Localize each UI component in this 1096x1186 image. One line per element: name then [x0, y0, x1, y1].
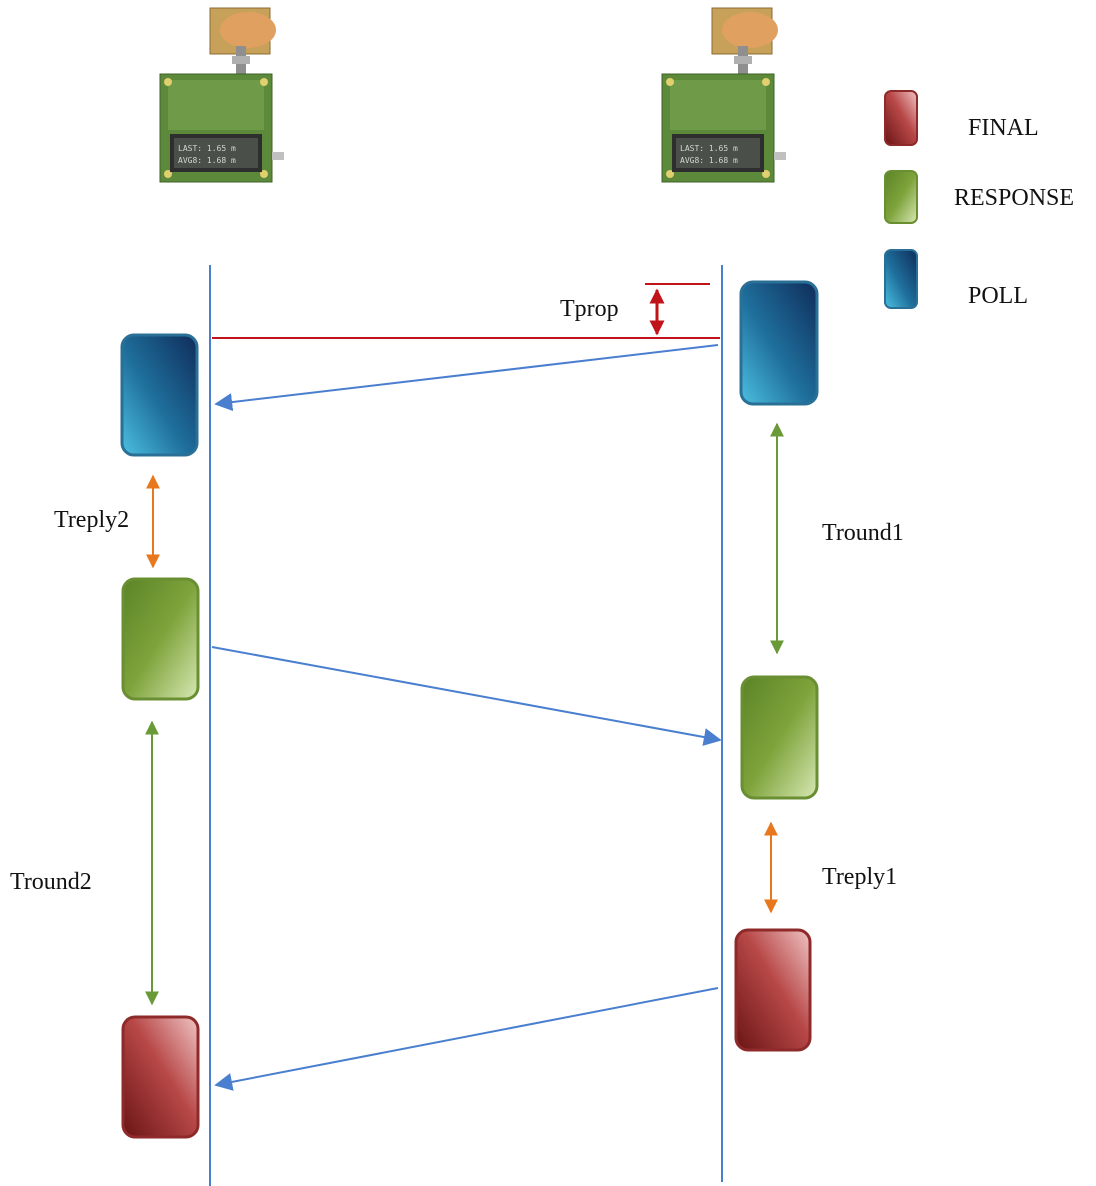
final-message-arrow: [214, 987, 719, 1091]
tprop-label: Tprop: [560, 296, 619, 322]
legend-poll-swatch: [884, 249, 918, 309]
legend-response-swatch: [884, 170, 918, 224]
response-message-arrow: [211, 646, 722, 746]
treply2-label: Treply2: [54, 507, 129, 533]
legend-response-label: RESPONSE: [954, 185, 1074, 211]
poll-message-arrow: [214, 344, 719, 412]
right-device-image: LAST: 1.65 m AVG8: 1.68 m: [661, 7, 786, 183]
final-box-right: [734, 928, 812, 1052]
legend-final-label: FINAL: [968, 115, 1039, 141]
left-lcd-line1: LAST: 1.65 m: [178, 144, 236, 153]
tround2-label: Tround2: [10, 869, 92, 895]
tround1-label: Tround1: [822, 520, 904, 546]
response-box-left: [121, 577, 200, 701]
left-device-image: LAST: 1.65 m AVG8: 1.68 m: [159, 7, 284, 183]
treply1-label: Treply1: [822, 864, 897, 890]
poll-box-right: [739, 280, 819, 406]
legend: FINAL RESPONSE POLL: [884, 90, 1074, 309]
final-box-left: [121, 1015, 200, 1139]
right-lcd-line2: AVG8: 1.68 m: [680, 156, 738, 165]
left-lcd-line2: AVG8: 1.68 m: [178, 156, 236, 165]
legend-poll-label: POLL: [968, 283, 1028, 309]
right-lcd-line1: LAST: 1.65 m: [680, 144, 738, 153]
poll-box-left: [120, 333, 199, 457]
legend-final-swatch: [884, 90, 918, 146]
response-box-right: [740, 675, 819, 800]
